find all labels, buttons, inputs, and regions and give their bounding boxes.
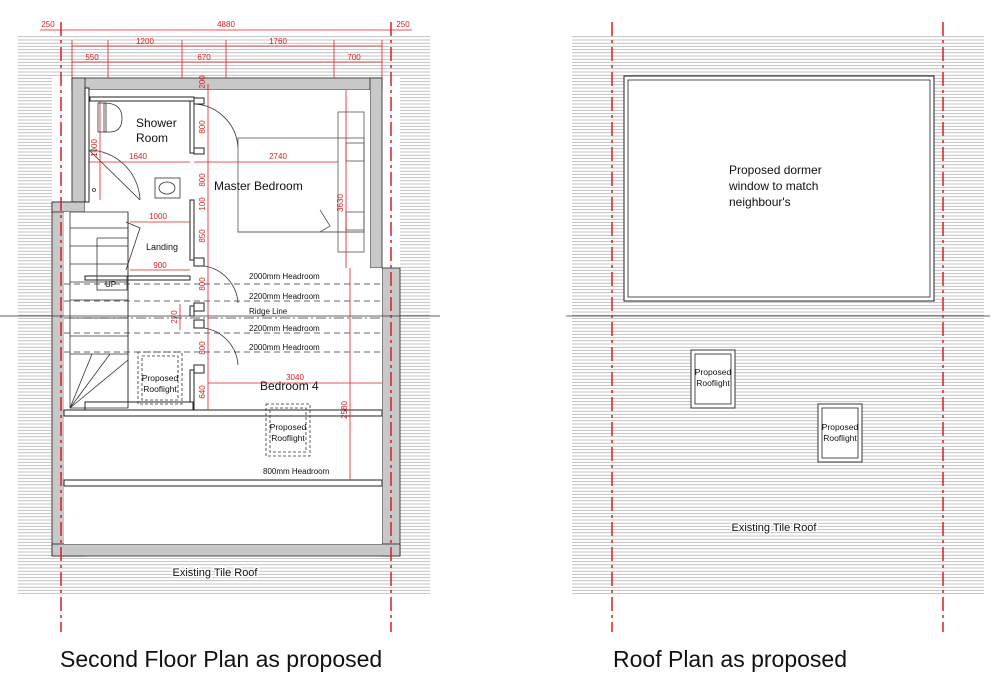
rooflight-bedroom4-label-1: Proposed <box>270 422 307 432</box>
headroom-2200-top: 2200mm Headroom <box>249 292 320 301</box>
shower-fittings <box>88 102 181 201</box>
shower-room-label-1: Shower <box>136 116 177 130</box>
dim-3040: 3040 <box>286 373 304 382</box>
dim-2740: 2740 <box>269 152 287 161</box>
dimension-lines <box>40 29 412 480</box>
rooflight-bedroom4: Proposed Rooflight <box>265 403 311 457</box>
dim-800a: 800 <box>198 120 207 134</box>
dim-overall: 4880 <box>217 20 235 29</box>
dim-1640: 1640 <box>129 152 147 161</box>
floor-area <box>85 90 370 544</box>
dormer-label-2: window to match <box>728 179 818 193</box>
dormer-label-1: Proposed dormer <box>729 163 822 177</box>
rooflight-left-label-1: Proposed <box>142 373 179 383</box>
existing-roof-label-right: Existing Tile Roof <box>732 522 818 534</box>
floor-area-left <box>64 212 85 544</box>
doors <box>193 103 239 366</box>
stair-up-label: UP <box>105 280 116 289</box>
headroom-lines <box>64 283 382 353</box>
dim-640: 640 <box>198 385 207 399</box>
second-floor-caption: Second Floor Plan as proposed <box>60 646 383 672</box>
dim-3630: 3630 <box>336 194 345 212</box>
dim-2580: 2580 <box>340 401 349 419</box>
master-bedroom-label: Master Bedroom <box>214 179 303 193</box>
roof-rooflight-2-label-2: Rooflight <box>823 433 857 443</box>
dim-1000-vertical: 1000 <box>90 139 99 157</box>
second-floor-plan: Proposed Rooflight Proposed Rooflight Sh… <box>0 20 440 632</box>
dim-800d: 800 <box>198 341 207 355</box>
dim-800b: 800 <box>198 173 207 187</box>
roof-rooflight-1-label-2: Rooflight <box>696 378 730 388</box>
roof-plan: Proposed dormer window to match neighbou… <box>566 22 990 632</box>
rooflight-left-label-2: Rooflight <box>143 384 177 394</box>
headroom-2000-top: 2000mm Headroom <box>249 272 320 281</box>
roof-rooflight-2-label-1: Proposed <box>822 422 859 432</box>
dim-1200: 1200 <box>136 37 154 46</box>
roof-rooflight-1-label-1: Proposed <box>695 367 732 377</box>
shower-room-label-2: Room <box>136 131 168 145</box>
headroom-800: 800mm Headroom <box>263 467 330 476</box>
bed <box>237 111 365 253</box>
roof-hatch-bottom <box>18 556 430 594</box>
floor-area-right <box>370 268 382 544</box>
dim-550: 550 <box>85 53 99 62</box>
rooflight-bedroom4-label-2: Rooflight <box>271 433 305 443</box>
roof-hatch-top <box>18 36 430 76</box>
dim-100: 100 <box>198 197 207 211</box>
existing-roof-label-left: Existing Tile Roof <box>173 567 259 579</box>
dim-900: 900 <box>153 261 167 270</box>
dim-200: 200 <box>198 75 207 89</box>
bedroom4-label: Bedroom 4 <box>260 379 319 393</box>
reference-lines <box>60 22 392 632</box>
dormer-label-3: neighbour's <box>729 195 791 209</box>
dim-left-overhang: 250 <box>41 20 55 29</box>
rooflight-left: Proposed Rooflight <box>137 351 183 405</box>
roof-plan-reference-lines <box>611 22 944 632</box>
roof-plan-caption: Roof Plan as proposed <box>613 646 847 672</box>
headroom-2000-bottom: 2000mm Headroom <box>249 343 320 352</box>
ridge-line-label: Ridge Line <box>249 307 288 316</box>
staircase <box>69 211 141 409</box>
landing-label: Landing <box>146 242 178 252</box>
dim-1000-horizontal: 1000 <box>149 212 167 221</box>
dim-670: 670 <box>197 53 211 62</box>
headroom-2200-bottom: 2200mm Headroom <box>249 324 320 333</box>
dim-850: 850 <box>198 229 207 243</box>
dormer-window: Proposed dormer window to match neighbou… <box>623 75 935 302</box>
roof-rooflight-2: Proposed Rooflight <box>817 403 863 463</box>
roof-rooflight-1: Proposed Rooflight <box>690 349 736 409</box>
dim-1760: 1760 <box>269 37 287 46</box>
dim-right-overhang: 250 <box>396 20 410 29</box>
dim-700: 700 <box>347 53 361 62</box>
dim-800c: 800 <box>198 277 207 291</box>
dim-270: 270 <box>170 310 179 324</box>
